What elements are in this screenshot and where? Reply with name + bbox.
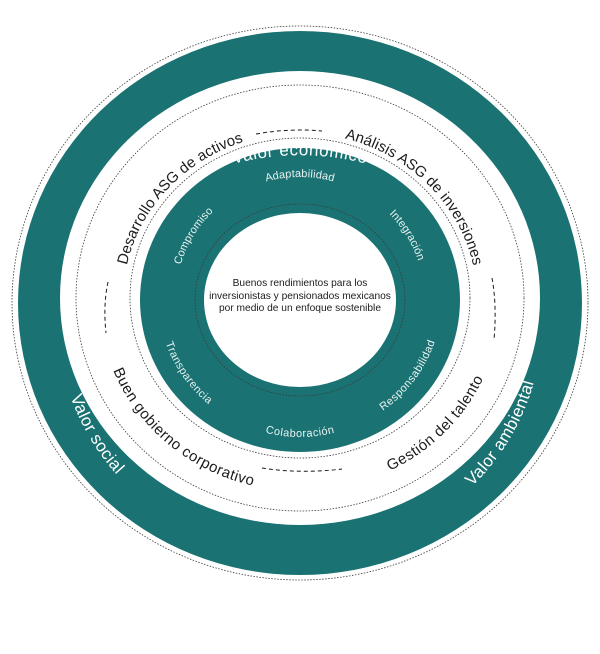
svg-text:Colaboración: Colaboración (265, 424, 336, 440)
outer-ring-outline (11, 25, 589, 581)
middle-ring-inner-outline (129, 137, 471, 459)
middle-connector-bottom (261, 467, 343, 472)
middle-connector-right (491, 277, 496, 341)
middle-connector-left (104, 281, 109, 334)
inner-ring-edge-outline (194, 203, 406, 397)
inner-label-top: Adaptabilidad (264, 168, 336, 185)
center-circle (204, 213, 396, 387)
middle-ring-outer-outline (75, 84, 525, 512)
inner-label-bottom: Colaboración (265, 424, 335, 440)
center-statement: Buenos rendimientos para los inversionis… (209, 278, 391, 314)
svg-text:Adaptabilidad: Adaptabilidad (264, 168, 336, 185)
